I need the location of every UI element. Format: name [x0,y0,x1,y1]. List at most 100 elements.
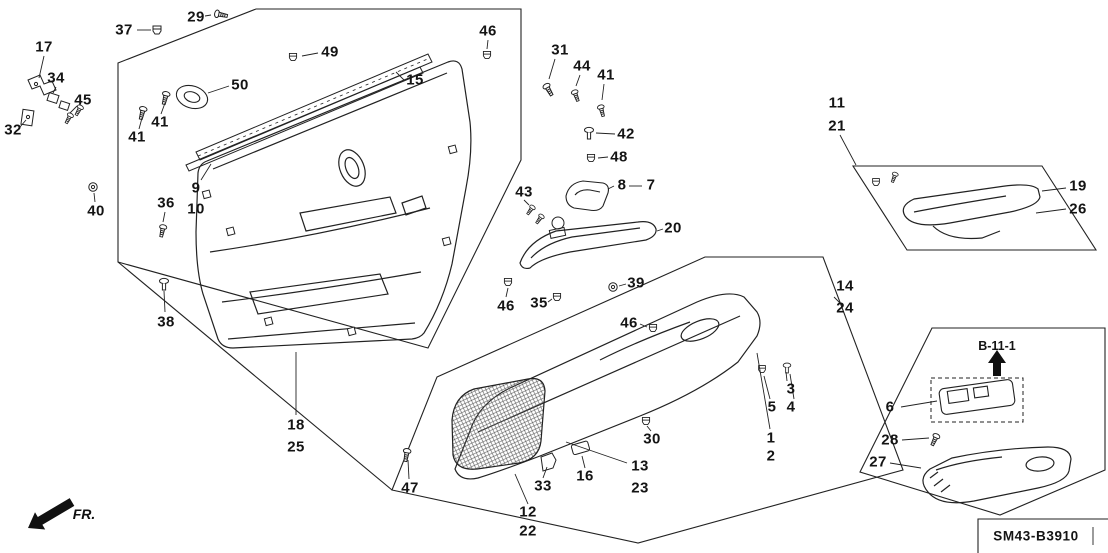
small-lower-parts [540,440,591,472]
part-label-42: 42 [617,125,635,143]
clip-icon [648,323,658,333]
part-label-11: 11 [828,94,846,112]
part-label-19: 19 [1069,177,1087,195]
sheet-borders [117,8,1108,553]
armrest-20 [519,221,657,270]
code-border [977,518,1108,553]
armrest-base-27 [922,446,1072,504]
part-label-41: 41 [128,128,146,146]
part-label-12: 12 [519,503,537,521]
part-label-43: 43 [515,183,533,201]
screw-icon [541,81,556,98]
part-label-50: 50 [231,76,249,94]
clip-icon [503,277,513,287]
part-label-27: 27 [869,453,887,471]
switch-hole [401,195,427,216]
clip-assembly-43 [548,216,567,239]
clip-icon [872,178,880,186]
bracket-33 [540,452,557,472]
part-label-41: 41 [151,113,169,131]
grommet-icon [88,182,98,192]
pin-icon [782,362,792,374]
part-label-30: 30 [643,430,661,448]
pin-icon [584,126,594,140]
screw-icon [157,223,168,239]
part-label-17: 17 [35,38,53,56]
part-label-36: 36 [157,194,175,212]
sheet-lower-lining [391,256,904,544]
part-label-46: 46 [479,22,497,40]
screw-icon [62,111,75,126]
part-label-6: 6 [885,398,895,416]
screw-icon [401,447,412,463]
armrest-19 [902,184,1041,240]
part-label-46: 46 [497,297,515,315]
screw-icon [928,432,942,448]
part-label-2: 2 [766,447,776,465]
part-label-23: 23 [631,479,649,497]
part-label-18: 18 [287,416,305,434]
part-label-7: 7 [646,176,656,194]
screw-icon [570,88,582,103]
screw-icon [596,103,607,118]
panel-clips [201,144,458,337]
part-label-35: 35 [530,294,548,312]
part-label-48: 48 [610,148,628,166]
part-label-16: 16 [576,467,594,485]
sheet-armrest-right [851,165,1098,251]
screw-icon [889,171,900,184]
part-label-39: 39 [627,274,645,292]
part-label-8: 8 [617,176,627,194]
fr-direction-label: FR. [72,506,96,522]
part-label-49: 49 [321,43,339,61]
part-label-45: 45 [74,91,92,109]
switch-dashed-box [930,377,1024,423]
screw-icon [159,90,172,106]
seal-ring-50 [175,84,209,110]
door-pocket-mesh [451,377,546,470]
screw-icon [524,203,537,217]
screw-icon [533,212,546,226]
door-pull-cup [338,149,366,187]
sheet-main-door [117,8,522,349]
window-switch [938,379,1016,415]
clip-icon [482,50,492,60]
part-label-3: 3 [786,380,796,398]
ref-label-b-11-1: B-11-1 [978,339,1016,353]
grommet-icon [608,282,618,292]
door-lining-panel [195,60,472,349]
part-label-31: 31 [551,41,569,59]
part-label-21: 21 [828,117,846,135]
pin-icon [159,277,169,291]
armrest-mount-hole [299,196,397,232]
part-label-44: 44 [573,57,591,75]
part-label-14: 14 [836,277,854,295]
part-label-46: 46 [620,314,638,332]
clip-icon [552,292,562,302]
part-label-25: 25 [287,438,305,456]
diagram-code: SM43-B3910 [993,528,1079,544]
clip-icon [586,153,596,163]
part-label-9: 9 [191,179,201,197]
leader-lines [19,14,1094,545]
part-label-33: 33 [534,477,552,495]
part-label-28: 28 [881,431,899,449]
part-label-38: 38 [157,313,175,331]
part-label-26: 26 [1069,200,1087,218]
part-label-34: 34 [47,69,65,87]
fr-arrow-icon [28,498,75,530]
part-label-10: 10 [187,200,205,218]
part-label-5: 5 [767,398,777,416]
sheet-switch-panel [859,327,1106,516]
part-label-47: 47 [401,479,419,497]
part-label-4: 4 [786,398,796,416]
clip-icon [288,52,298,62]
part-label-37: 37 [115,21,133,39]
part-label-40: 40 [87,202,105,220]
part-label-13: 13 [631,457,649,475]
clip-icon [152,25,162,35]
bracket-16 [570,440,591,456]
part-label-41: 41 [597,66,615,84]
